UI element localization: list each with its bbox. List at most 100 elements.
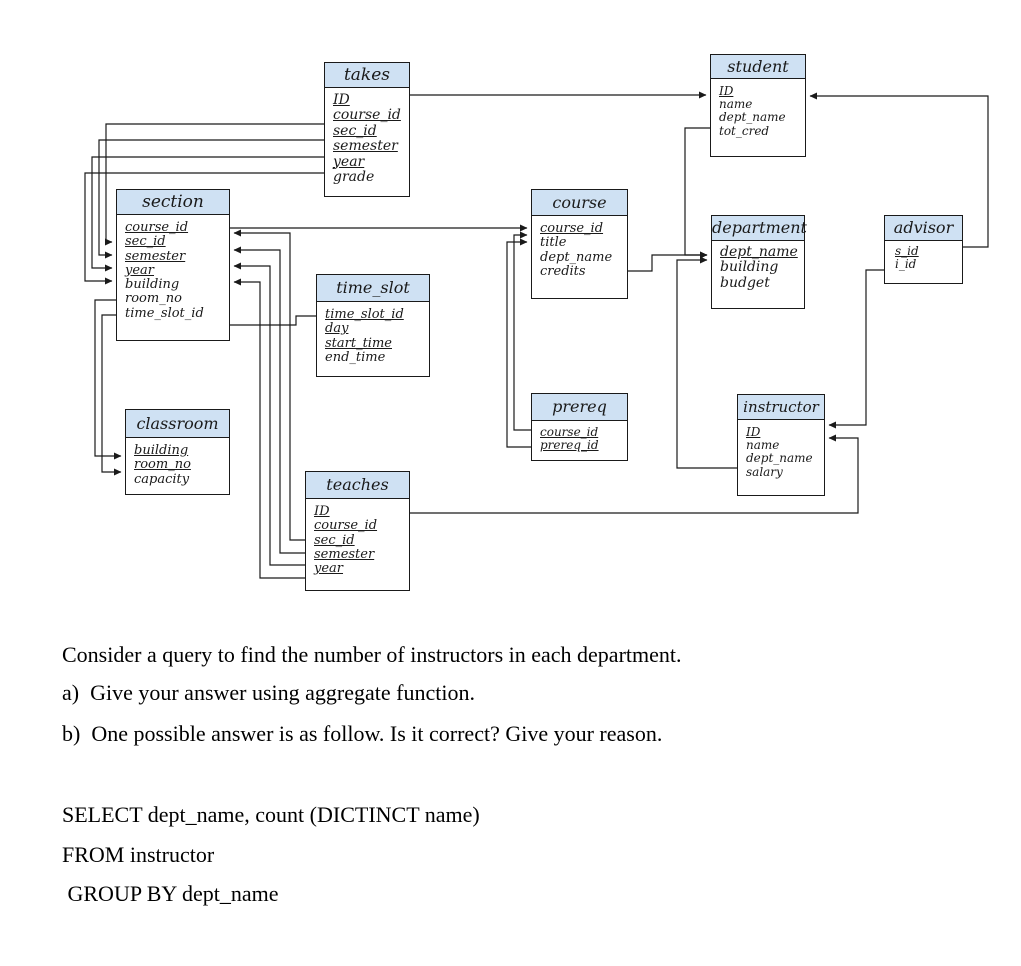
attr-dept-name: dept_name bbox=[720, 244, 798, 260]
attr-year: year bbox=[125, 262, 155, 278]
attr-grade: grade bbox=[333, 168, 375, 185]
attr-id: ID bbox=[719, 84, 734, 98]
table-advisor: advisor s_id i_id bbox=[884, 215, 963, 284]
attr-dept-name: dept_name bbox=[746, 451, 813, 466]
link-teaches-semester-to-section bbox=[233, 262, 305, 566]
link-course-dept-to-department bbox=[628, 251, 708, 272]
table-classroom-title: classroom bbox=[126, 410, 229, 438]
table-advisor-attributes: s_id i_id bbox=[885, 241, 962, 271]
table-course: course course_id title dept_name credits bbox=[531, 189, 628, 299]
link-takes-course-to-section bbox=[105, 123, 324, 246]
table-takes: takes ID course_id sec_id semester year … bbox=[324, 62, 410, 197]
table-student: student ID name dept_name tot_cred bbox=[710, 54, 806, 157]
table-prereq: prereq course_id prereq_id bbox=[531, 393, 628, 461]
table-prereq-attributes: course_id prereq_id bbox=[532, 421, 627, 452]
table-classroom-attributes: building room_no capacity bbox=[126, 438, 229, 487]
attr-end-time: end_time bbox=[325, 349, 386, 365]
table-classroom: classroom building room_no capacity bbox=[125, 409, 230, 495]
link-advisor-iid-to-instructor-id bbox=[828, 269, 884, 429]
attr-semester: semester bbox=[125, 248, 186, 264]
table-takes-title: takes bbox=[325, 63, 409, 88]
attr-tot-cred: tot_cred bbox=[719, 123, 770, 138]
attr-capacity: capacity bbox=[134, 471, 190, 487]
table-course-attributes: course_id title dept_name credits bbox=[532, 216, 627, 279]
attr-name: name bbox=[719, 97, 753, 112]
attr-sec-id: sec_id bbox=[314, 532, 355, 548]
table-department-title: department bbox=[712, 216, 807, 241]
link-advisor-sid-to-student-id bbox=[809, 92, 989, 248]
attr-year: year bbox=[314, 561, 344, 577]
link-teaches-id-to-instructor-id bbox=[410, 434, 859, 514]
link-instructor-dept-to-department bbox=[676, 256, 737, 469]
attr-credits: credits bbox=[540, 263, 586, 279]
attr-building: building bbox=[720, 259, 779, 276]
attr-dept-name: dept_name bbox=[540, 249, 613, 265]
attr-year: year bbox=[333, 153, 365, 170]
question-part-a: a) Give your answer using aggregate func… bbox=[62, 680, 475, 705]
table-teaches: teaches ID course_id sec_id semester yea… bbox=[305, 471, 410, 591]
attr-title: title bbox=[540, 235, 567, 251]
table-advisor-title: advisor bbox=[885, 216, 962, 241]
sql-group-by-line: GROUP BY dept_name bbox=[62, 881, 279, 906]
table-teaches-title: teaches bbox=[306, 472, 409, 499]
attr-course-id: course_id bbox=[540, 425, 599, 439]
attr-room-no: room_no bbox=[134, 457, 191, 473]
attr-budget: budget bbox=[720, 274, 770, 291]
link-section-room-to-classroom bbox=[101, 314, 122, 476]
table-department: department dept_name building budget bbox=[711, 215, 807, 309]
link-section-timeslot-to-timeslot bbox=[230, 315, 316, 326]
table-time-slot-title: time_slot bbox=[317, 275, 429, 302]
link-teaches-sec-to-section bbox=[233, 246, 305, 554]
attr-time-slot-id: time_slot_id bbox=[325, 307, 404, 322]
attr-start-time: start_time bbox=[325, 335, 392, 351]
attr-sec-id: sec_id bbox=[333, 122, 377, 139]
table-student-attributes: ID name dept_name tot_cred bbox=[711, 79, 805, 138]
attr-s-id: s_id bbox=[895, 244, 919, 258]
attr-semester: semester bbox=[314, 546, 375, 562]
table-section-attributes: course_id sec_id semester year building … bbox=[117, 215, 229, 321]
link-takes-semester-to-section bbox=[91, 156, 324, 272]
link-section-building-to-classroom bbox=[94, 299, 122, 460]
attr-prereq-id: prereq_id bbox=[540, 438, 599, 453]
link-teaches-course-to-section bbox=[233, 229, 305, 541]
table-instructor-attributes: ID name dept_name salary bbox=[738, 420, 824, 479]
table-takes-attributes: ID course_id sec_id semester year grade bbox=[325, 88, 409, 185]
attr-salary: salary bbox=[746, 464, 783, 479]
attr-building: building bbox=[134, 443, 189, 458]
attr-course-id: course_id bbox=[125, 220, 189, 235]
attr-room-no: room_no bbox=[125, 291, 182, 307]
question-intro: Consider a query to find the number of i… bbox=[62, 642, 682, 667]
attr-course-id: course_id bbox=[540, 221, 604, 236]
link-takes-sec-to-section bbox=[98, 139, 324, 259]
attr-semester: semester bbox=[333, 138, 398, 155]
table-section: section course_id sec_id semester year b… bbox=[116, 189, 230, 341]
link-prereq-id-to-course bbox=[506, 238, 531, 448]
table-teaches-attributes: ID course_id sec_id semester year bbox=[306, 499, 409, 576]
attr-building: building bbox=[125, 277, 180, 293]
attr-day: day bbox=[325, 321, 349, 337]
attr-sec-id: sec_id bbox=[125, 234, 166, 250]
attr-id: ID bbox=[333, 92, 350, 108]
table-time-slot: time_slot time_slot_id day start_time en… bbox=[316, 274, 430, 377]
link-prereq-course-to-course bbox=[513, 231, 531, 431]
attr-time-slot-id: time_slot_id bbox=[125, 305, 204, 321]
attr-name: name bbox=[746, 438, 780, 453]
table-course-title: course bbox=[532, 190, 627, 216]
attr-course-id: course_id bbox=[314, 518, 378, 534]
question-part-b: b) One possible answer is as follow. Is … bbox=[62, 721, 663, 746]
table-student-title: student bbox=[711, 55, 805, 79]
table-instructor-title: instructor bbox=[738, 395, 824, 420]
sql-from-line: FROM instructor bbox=[62, 842, 215, 867]
sql-select-line: SELECT dept_name, count (DICTINCT name) bbox=[62, 802, 480, 827]
attr-course-id: course_id bbox=[333, 107, 401, 124]
table-time-slot-attributes: time_slot_id day start_time end_time bbox=[317, 302, 429, 365]
attr-id: ID bbox=[746, 425, 761, 439]
link-student-dept-to-department bbox=[684, 127, 710, 259]
table-instructor: instructor ID name dept_name salary bbox=[737, 394, 825, 496]
attr-i-id: i_id bbox=[895, 257, 917, 272]
table-department-attributes: dept_name building budget bbox=[712, 241, 804, 291]
table-section-title: section bbox=[117, 190, 229, 215]
attr-dept-name: dept_name bbox=[719, 110, 786, 125]
